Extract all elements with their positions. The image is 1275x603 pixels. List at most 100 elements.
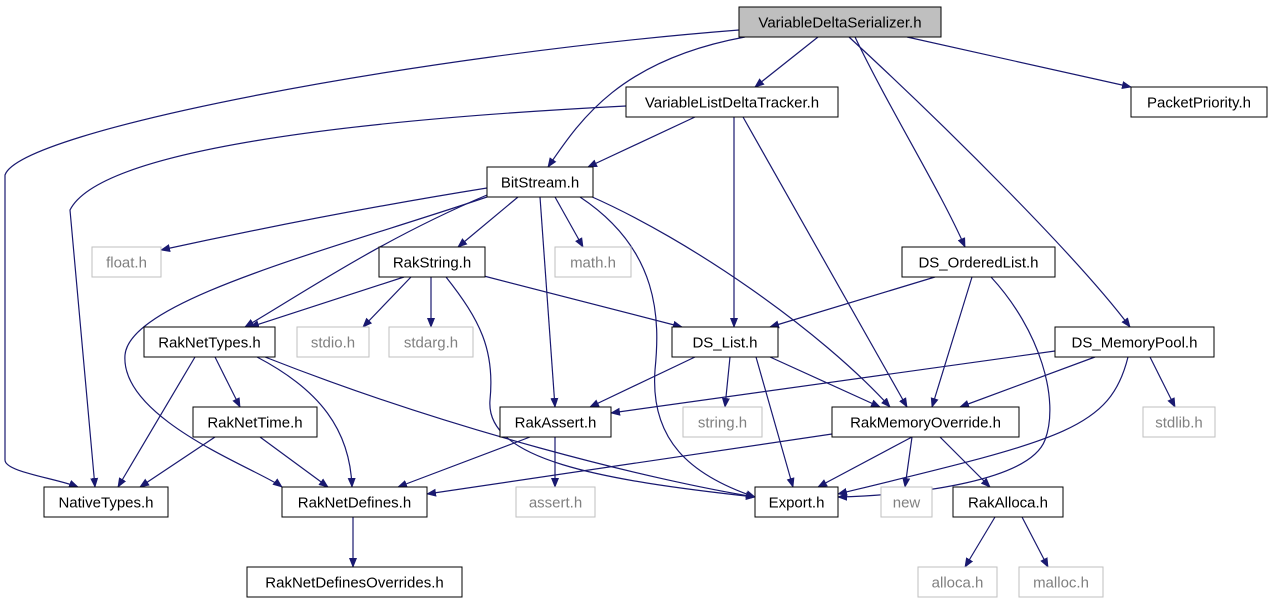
node-label: DS_MemoryPool.h: [1072, 335, 1198, 352]
edge-rak-net-time-to-rak-net-defines: [259, 436, 329, 488]
node-export[interactable]: Export.h: [754, 486, 839, 518]
node-box: [1054, 326, 1215, 358]
edge-ds-ordered-list-to-ds-list: [769, 276, 936, 329]
node-rak-net-defines[interactable]: RakNetDefines.h: [281, 486, 428, 518]
node-label: RakAlloca.h: [968, 495, 1048, 512]
edge-ds-list-to-rak-assert: [589, 356, 696, 408]
node-box: [296, 326, 370, 358]
edge-rak-memory-override-to-new: [902, 436, 913, 488]
edge-rak-assert-to-rak-net-defines: [397, 436, 531, 488]
node-bit-stream[interactable]: BitStream.h: [486, 166, 594, 198]
edge-bit-stream-to-float: [160, 187, 488, 252]
node-ds-memory-pool[interactable]: DS_MemoryPool.h: [1054, 326, 1215, 358]
node-rak-alloca[interactable]: RakAlloca.h: [952, 486, 1064, 518]
edge-rak-net-types-to-rak-net-time: [214, 356, 241, 408]
node-label: DS_OrderedList.h: [918, 255, 1038, 272]
node-alloca: alloca.h: [917, 566, 998, 598]
node-box: [1130, 86, 1268, 118]
node-box: [246, 566, 463, 598]
node-box: [91, 246, 162, 278]
node-box: [43, 486, 169, 518]
node-label: VariableListDeltaTracker.h: [645, 95, 819, 112]
node-label: NativeTypes.h: [58, 495, 153, 512]
edge-variable-delta-serializer-to-packet-priority: [906, 36, 1132, 89]
edge-rak-string-to-ds-list: [479, 274, 683, 329]
edge-bit-stream-to-rak-string: [457, 196, 519, 248]
node-label: assert.h: [529, 495, 582, 512]
node-label: RakNetDefinesOverrides.h: [265, 575, 443, 592]
edge-rak-memory-override-to-rak-alloca: [939, 436, 991, 488]
node-box: [143, 326, 276, 358]
node-box: [682, 406, 763, 438]
node-native-types[interactable]: NativeTypes.h: [43, 486, 169, 518]
edges-layer: [4, 29, 1176, 568]
node-box: [515, 486, 596, 518]
node-label: PacketPriority.h: [1147, 95, 1251, 112]
edge-ds-list-to-rak-memory-override: [769, 356, 881, 408]
edge-variable-delta-serializer-to-ds-ordered-list: [854, 36, 966, 248]
node-box: [192, 406, 318, 438]
node-label: alloca.h: [932, 575, 984, 592]
node-box: [378, 246, 486, 278]
edge-bit-stream-to-math: [554, 196, 584, 248]
node-label: Export.h: [769, 495, 825, 512]
node-ds-ordered-list[interactable]: DS_OrderedList.h: [901, 246, 1056, 278]
edge-rak-net-types-to-rak-net-defines: [256, 356, 356, 488]
edge-rak-memory-override-to-rak-net-defines: [426, 433, 833, 497]
edge-ds-ordered-list-to-export: [837, 276, 1051, 501]
node-box: [831, 406, 1020, 438]
node-label: float.h: [106, 255, 147, 272]
node-ds-list[interactable]: DS_List.h: [671, 326, 779, 358]
edge-ds-ordered-list-to-rak-memory-override: [930, 276, 973, 408]
edge-variable-delta-serializer-to-ds-memory-pool: [848, 36, 1131, 328]
edge-bit-stream-to-rak-memory-override: [589, 195, 891, 408]
node-box: [738, 6, 942, 38]
edge-rak-string-to-rak-net-types: [249, 276, 405, 329]
node-label: string.h: [698, 415, 747, 432]
node-rak-net-types[interactable]: RakNetTypes.h: [143, 326, 276, 358]
edge-bit-stream-to-rak-net-types: [244, 194, 488, 328]
edge-ds-memory-pool-to-rak-memory-override: [959, 356, 1096, 408]
node-variable-delta-serializer[interactable]: VariableDeltaSerializer.h: [738, 6, 942, 38]
edge-rak-alloca-to-alloca: [964, 516, 996, 568]
edge-rak-string-to-export: [445, 276, 756, 500]
node-rak-memory-override[interactable]: RakMemoryOverride.h: [831, 406, 1020, 438]
node-label: RakNetTime.h: [207, 415, 302, 432]
node-packet-priority[interactable]: PacketPriority.h: [1130, 86, 1268, 118]
node-box: [880, 486, 933, 518]
node-box: [388, 326, 474, 358]
node-box: [554, 246, 632, 278]
node-rak-string[interactable]: RakString.h: [378, 246, 486, 278]
node-label: RakString.h: [393, 255, 471, 272]
edge-ds-memory-pool-to-rak-assert: [610, 350, 1056, 416]
node-assert: assert.h: [515, 486, 596, 518]
node-label: RakMemoryOverride.h: [850, 415, 1001, 432]
node-rak-assert[interactable]: RakAssert.h: [499, 406, 612, 438]
edge-variable-list-delta-tracker-to-rak-memory-override: [742, 116, 908, 408]
node-label: stdarg.h: [404, 335, 458, 352]
edge-ds-list-to-export: [755, 356, 795, 488]
edge-rak-memory-override-to-export: [817, 436, 913, 488]
node-new: new: [880, 486, 933, 518]
node-stdarg: stdarg.h: [388, 326, 474, 358]
node-label: malloc.h: [1033, 575, 1089, 592]
edge-bit-stream-to-rak-net-defines: [124, 196, 488, 488]
edge-rak-string-to-stdio: [362, 276, 412, 328]
node-label: RakNetDefines.h: [298, 495, 411, 512]
node-malloc: malloc.h: [1018, 566, 1104, 598]
node-rak-net-defines-overrides[interactable]: RakNetDefinesOverrides.h: [246, 566, 463, 598]
node-rak-net-time[interactable]: RakNetTime.h: [192, 406, 318, 438]
node-box: [486, 166, 594, 198]
node-label: stdlib.h: [1155, 415, 1203, 432]
node-label: stdio.h: [311, 335, 355, 352]
node-label: DS_List.h: [692, 335, 757, 352]
edge-ds-list-to-string: [721, 356, 731, 408]
node-label: BitStream.h: [501, 175, 579, 192]
node-label: RakAssert.h: [515, 415, 597, 432]
edge-ds-memory-pool-to-stdlib: [1149, 356, 1176, 408]
node-variable-list-delta-tracker[interactable]: VariableListDeltaTracker.h: [625, 86, 839, 118]
node-label: new: [893, 495, 921, 512]
edge-rak-alloca-to-malloc: [1021, 516, 1049, 568]
node-float: float.h: [91, 246, 162, 278]
